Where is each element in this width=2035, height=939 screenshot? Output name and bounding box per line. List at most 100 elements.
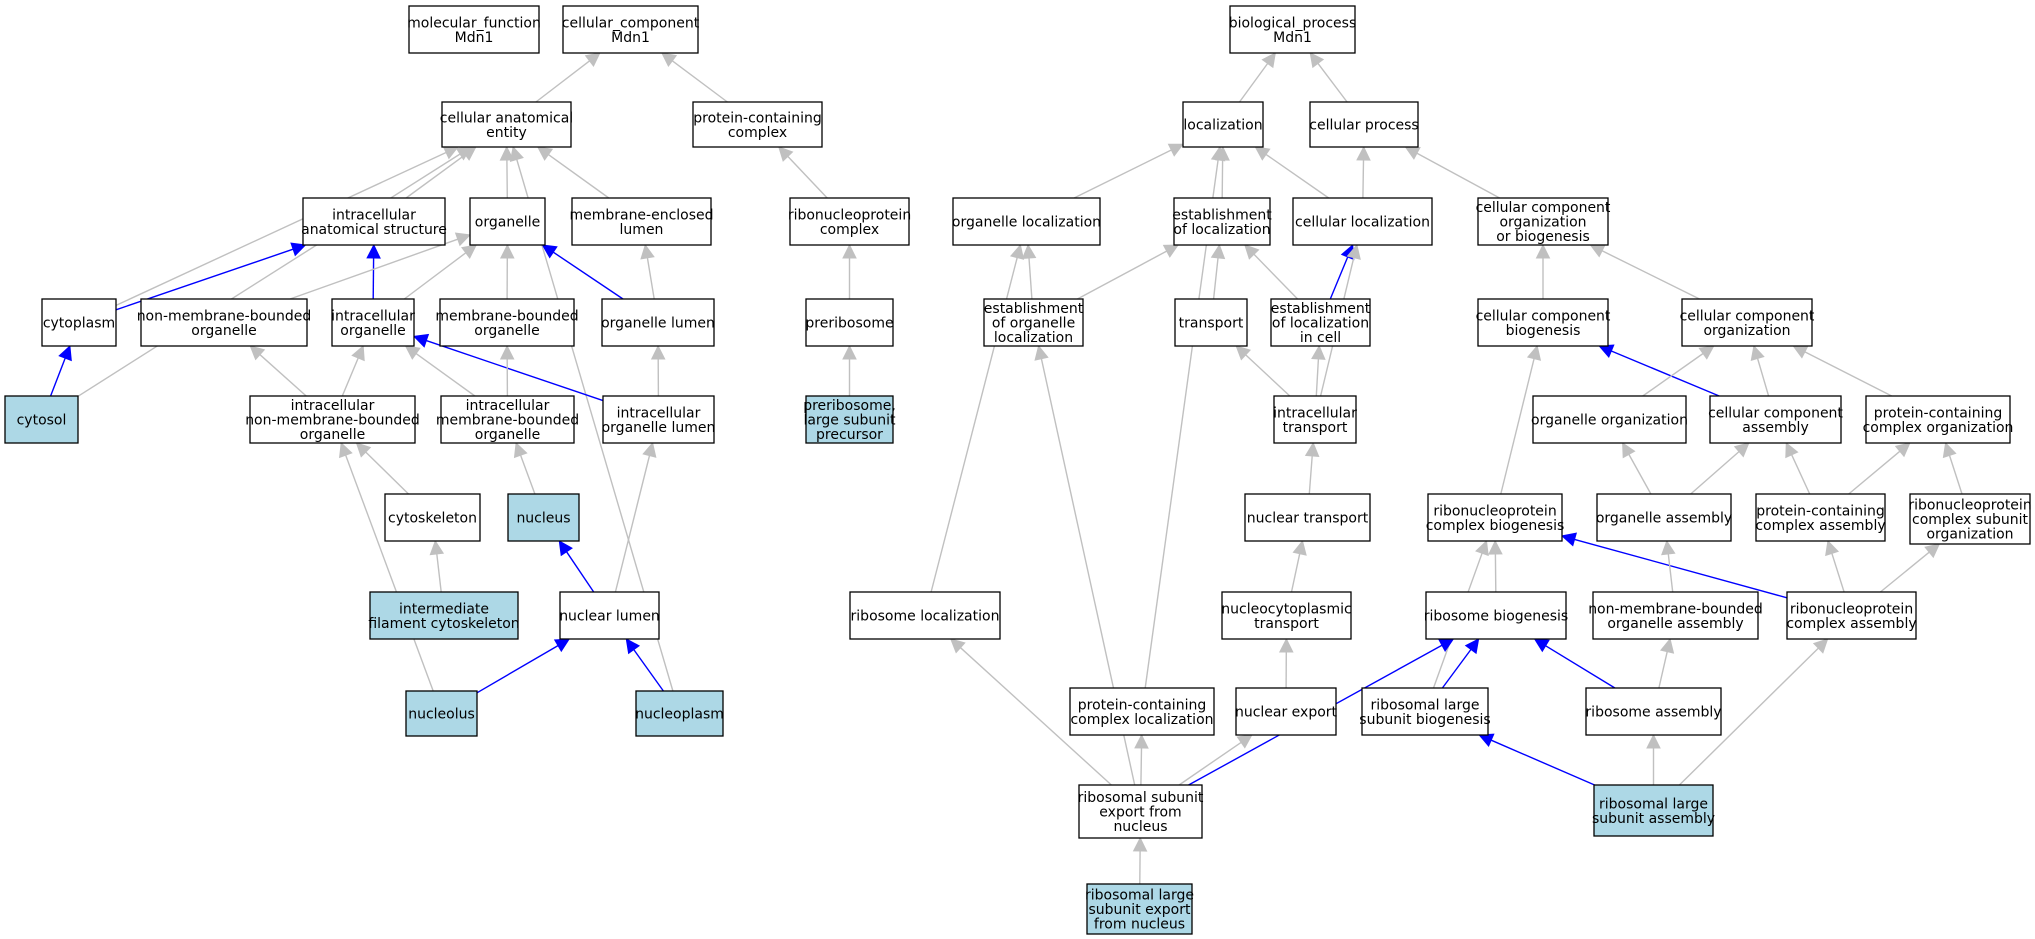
term-node-intracell-nonmem-org[interactable]: intracellularnon-membrane-boundedorganel…	[245, 395, 420, 444]
term-label-line: ribonucleoprotein	[1433, 503, 1556, 519]
term-node-ribosome-biogen[interactable]: ribosome biogenesis	[1424, 591, 1568, 640]
term-box	[469, 197, 546, 246]
term-node-nuclear-transport[interactable]: nuclear transport	[1244, 493, 1371, 542]
term-box	[1755, 493, 1886, 542]
edge-arrowhead	[553, 638, 571, 653]
term-box	[1361, 687, 1489, 736]
term-node-org-organization[interactable]: organelle organization	[1531, 395, 1688, 444]
edge-arrowhead	[1162, 244, 1180, 258]
term-node-ribosome-assembly[interactable]: ribosome assembly	[1585, 687, 1722, 736]
term-box	[983, 298, 1084, 347]
edge-arrowhead	[461, 244, 478, 259]
term-label-line: organelle	[474, 323, 539, 339]
term-label-line: organelle localization	[952, 215, 1101, 231]
term-node-localization[interactable]: localization	[1182, 101, 1264, 148]
term-box	[140, 298, 308, 347]
term-label-line: cellular component	[1680, 308, 1815, 324]
edge-arrowhead	[949, 638, 966, 654]
term-node-cytoskeleton[interactable]: cytoskeleton	[384, 493, 481, 542]
term-box	[602, 395, 715, 444]
edge-line	[77, 153, 461, 397]
edge-arrowhead	[1261, 52, 1276, 69]
edge-line	[1490, 739, 1595, 786]
term-node-nuclear-lumen[interactable]: nuclear lumen	[559, 591, 660, 640]
term-node-org-lumen[interactable]: organelle lumen	[601, 298, 715, 347]
term-node-nuclear-export[interactable]: nuclear export	[1235, 687, 1338, 736]
term-box	[1425, 591, 1567, 640]
term-node-org-localization[interactable]: organelle localization	[952, 197, 1101, 246]
edge-is-a-intracell_org_lumen-to-org_lumen	[650, 344, 666, 397]
term-node-preribosome[interactable]: preribosome	[805, 298, 894, 347]
term-node-cytoplasm[interactable]: cytoplasm	[41, 298, 117, 347]
term-box	[1174, 298, 1248, 347]
term-node-organelle[interactable]: organelle	[469, 197, 546, 246]
term-label-line: organelle lumen	[602, 420, 716, 436]
edge-is-a-nucleus-to-intracell_mem_org	[513, 441, 536, 495]
term-node-transport[interactable]: transport	[1174, 298, 1248, 347]
term-node-org-assembly[interactable]: organelle assembly	[1596, 493, 1732, 542]
edge-is-a-ribosome_assembly-to-nonmem_org_assembly	[1658, 637, 1675, 689]
term-node-cell-loc[interactable]: cellular localization	[1292, 197, 1433, 246]
edge-arrowhead	[499, 243, 515, 259]
term-node-ribosome-loc[interactable]: ribosome localization	[849, 591, 1001, 640]
term-node-cellular-process[interactable]: cellular process	[1309, 101, 1419, 148]
edge-is-a-rlsu_export-to-rsu_export	[1132, 836, 1148, 885]
term-label-line: of localization	[1173, 222, 1270, 238]
term-node-nucleoplasm[interactable]: nucleoplasm	[635, 690, 724, 737]
term-label-line: cellular anatomical	[440, 110, 573, 126]
term-label-line: complex subunit	[1912, 512, 2028, 528]
edge-line	[519, 454, 536, 495]
edge-is-a-estab_org_loc-to-org_localization	[1021, 243, 1037, 300]
term-node-nucleolus[interactable]: nucleolus	[405, 690, 478, 737]
term-label-line: biogenesis	[1506, 323, 1581, 339]
edge-line	[259, 354, 307, 397]
term-label-line: nuclear export	[1235, 705, 1338, 721]
edge-arrowhead	[404, 345, 421, 360]
edge-arrowhead	[58, 344, 72, 362]
term-node-nucleus[interactable]: nucleus	[507, 493, 580, 542]
edge-part-of-cc_assembly-to-cc_biogenesis	[1598, 344, 1720, 397]
term-label-line: of localization	[1272, 316, 1369, 332]
edge-line	[115, 151, 447, 307]
term-box	[952, 197, 1101, 246]
edge-line	[365, 451, 409, 495]
term-node-cytosol[interactable]: cytosol	[4, 395, 79, 444]
term-box	[1069, 687, 1215, 736]
